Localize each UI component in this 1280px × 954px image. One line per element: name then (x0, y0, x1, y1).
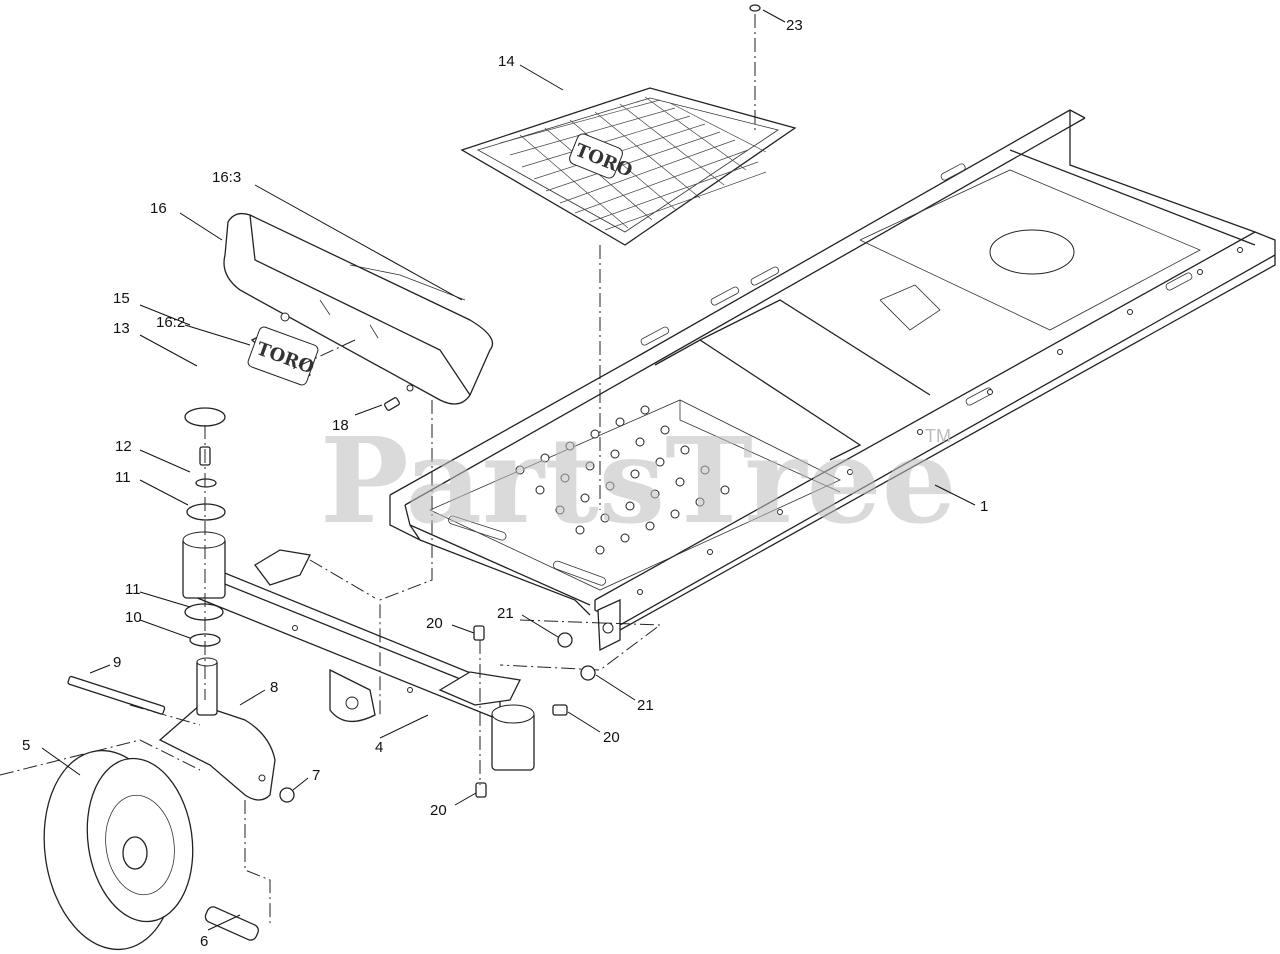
label-part-15: 15 (113, 290, 130, 307)
label-part-7: 9 (113, 654, 121, 671)
watermark-text: PartsTree (320, 411, 957, 550)
assembly-lines (129, 14, 756, 785)
label-part-4: 4 (375, 739, 383, 756)
label-part-18: 18 (332, 417, 349, 434)
label-part-8: 7 (312, 767, 320, 784)
control-shroud: TORO (223, 212, 494, 405)
fasteners (384, 4, 761, 798)
label-part-1: 1 (980, 498, 988, 515)
front-axle (182, 531, 535, 771)
label-part-20-lower: 20 (430, 802, 447, 819)
label-part-23: 23 (786, 17, 803, 34)
label-part-20-upper: 20 (426, 615, 443, 632)
label-part-11-lower: 11 (125, 581, 141, 598)
label-part-13: 13 (113, 320, 130, 337)
deck-holes (515, 405, 730, 555)
label-part-11-upper: 11 (115, 469, 131, 486)
label-part-21-lower: 21 (637, 697, 654, 714)
label-part-20-middle: 20 (603, 729, 620, 746)
label-part-16-3: 16:3 (212, 169, 241, 186)
label-part-5: 5 (22, 737, 30, 754)
label-part-21-upper: 21 (497, 605, 514, 622)
label-part-14: 14 (498, 53, 515, 70)
main-frame (389, 109, 1276, 671)
label-part-16-2: 16:2 (156, 314, 185, 331)
caster-fork (67, 407, 295, 803)
watermark-tm: TM (925, 426, 951, 446)
part-labels: 14 23 16:3 16 16:2 15 13 18 12 11 1 11 1… (22, 17, 988, 950)
leader-lines (41, 9, 976, 931)
caster-wheel (0, 739, 271, 951)
label-part-16: 16 (150, 200, 167, 217)
label-part-12: 12 (115, 438, 132, 455)
floor-mat: TORO (460, 87, 797, 246)
label-part-6: 6 (200, 933, 208, 950)
label-part-10: 10 (125, 609, 142, 626)
label-part-9: 8 (270, 679, 278, 696)
